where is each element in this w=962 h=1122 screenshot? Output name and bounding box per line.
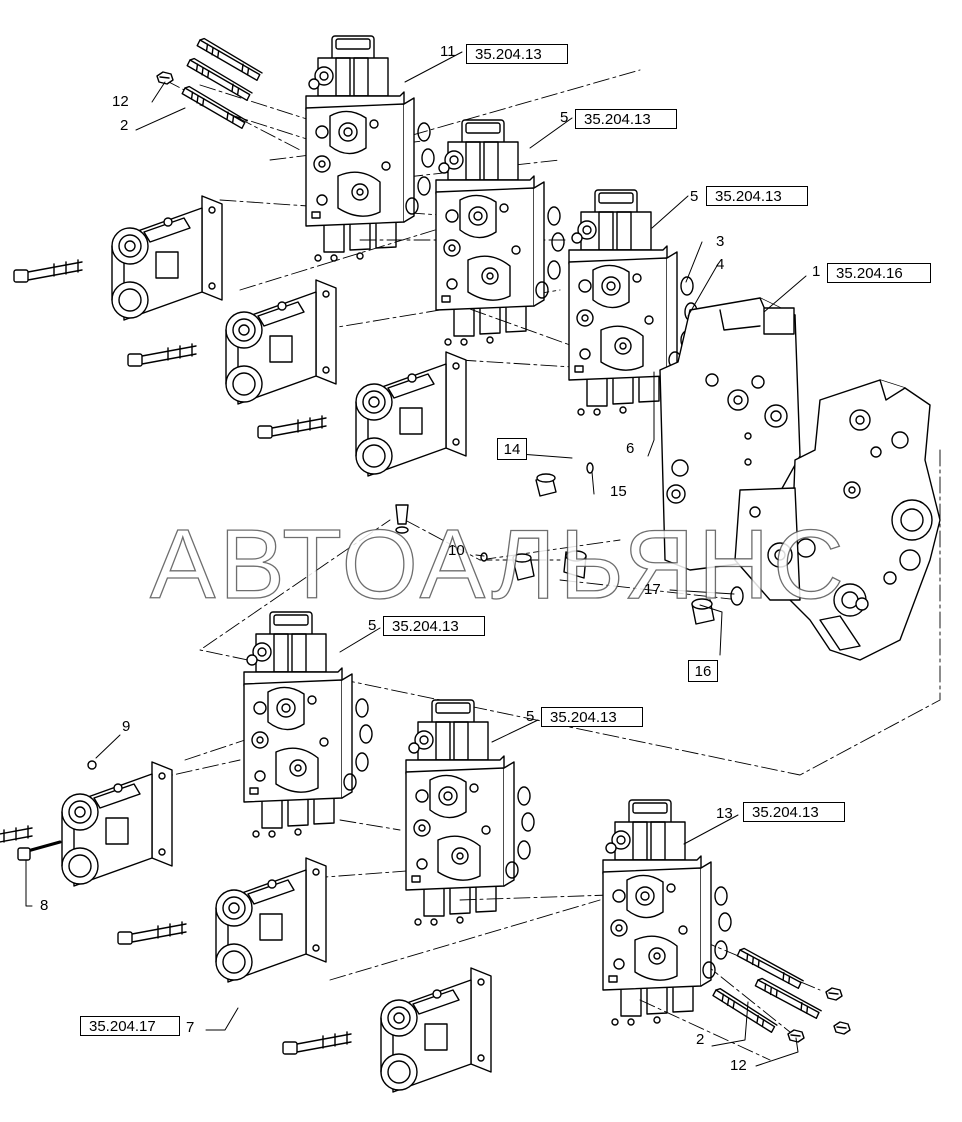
callout-15: 15 <box>610 483 627 500</box>
watermark-text: АВТОАЛЬЯНС <box>149 508 848 619</box>
callout-11: 11 <box>440 43 456 60</box>
reference-box-item-11[interactable]: 35.204.13 <box>466 44 568 64</box>
callout-13: 13 <box>716 805 733 822</box>
callout-7: 7 <box>186 1019 195 1036</box>
reference-box-item-5b[interactable]: 35.204.13 <box>706 186 808 206</box>
reference-box-item-1[interactable]: 35.204.16 <box>827 263 931 283</box>
callout-5-d: 5 <box>526 708 535 725</box>
callout-1: 1 <box>812 263 821 280</box>
callout-6: 6 <box>626 440 635 457</box>
callout-9: 9 <box>122 718 131 735</box>
callout-2-lower: 2 <box>696 1031 705 1048</box>
reference-box-item-13[interactable]: 35.204.13 <box>743 802 845 822</box>
callout-4: 4 <box>716 256 725 273</box>
reference-box-item-5d[interactable]: 35.204.13 <box>541 707 643 727</box>
reference-box-item-5a[interactable]: 35.204.13 <box>575 109 677 129</box>
boxed-item-14: 14 <box>497 438 527 460</box>
callout-3: 3 <box>716 233 725 250</box>
boxed-item-16: 16 <box>688 660 718 682</box>
reference-box-item-5c[interactable]: 35.204.13 <box>383 616 485 636</box>
callout-8: 8 <box>40 897 49 914</box>
callout-5-a: 5 <box>560 109 569 126</box>
reference-box-item-7[interactable]: 35.204.17 <box>80 1016 180 1036</box>
callout-12-lower: 12 <box>730 1057 747 1074</box>
callout-17: 17 <box>644 581 661 598</box>
callout-5-b: 5 <box>690 188 699 205</box>
callout-2-upper: 2 <box>120 117 129 134</box>
callout-5-c: 5 <box>368 617 377 634</box>
callout-10: 10 <box>448 542 465 559</box>
callout-12-upper: 12 <box>112 93 129 110</box>
